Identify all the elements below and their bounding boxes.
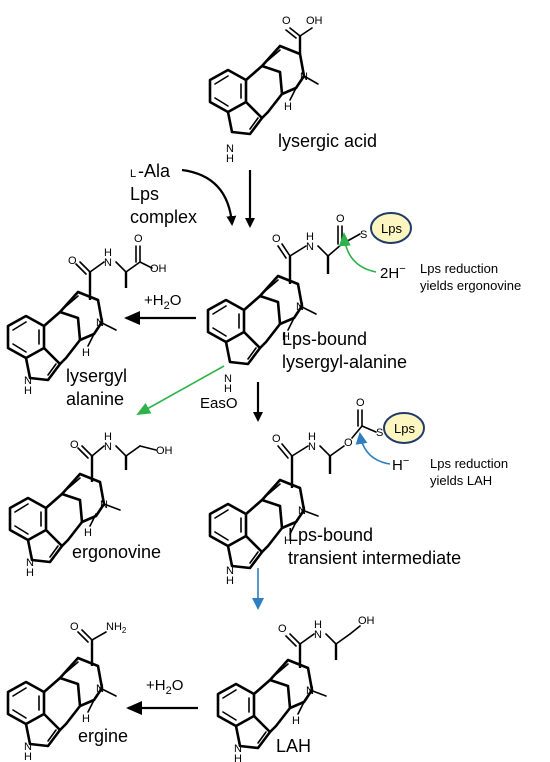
atom-o-5: O [272,433,281,445]
label-lps: Lps [130,184,159,204]
atom-n-4b: N [100,499,108,511]
atom-o-2: O [272,233,281,245]
atom-h-3c: H [24,385,32,397]
lps-oval-2 [383,412,425,444]
label-transient-intermediate: transient intermediate [288,548,461,568]
atom-h-2c: H [224,383,232,395]
blue-curved-arrow [355,432,391,465]
green-arrow-to-ergonovine [136,365,225,415]
ergine-structure: O NH2 N H N H [6,621,127,762]
atom-h-5: H [308,431,316,443]
label-h2o-2: +H2O [146,677,183,697]
atom-n-6b: N [96,683,104,695]
atom-h-6c: H [24,751,32,762]
atom-nh-1: N [226,143,234,155]
label-alanine: alanine [66,389,124,409]
label-lah: LAH [276,736,311,756]
label-h-minus: H− [392,455,409,474]
atom-o-5c: O [356,397,365,409]
green-curved-arrow [338,232,377,273]
atom-h-3: H [104,247,112,259]
atom-h-7c: H [234,753,242,762]
lah-structure: O N H OH N H N H [216,615,375,762]
atom-o-7: O [278,623,287,635]
atom-h-1: H [284,101,292,113]
label-easo: EasO [200,395,238,412]
label-lps-reduction-1b: yields ergonovine [420,278,521,293]
atom-n-7b: N [306,685,314,697]
label-lps-reduction-2a: Lps reduction [430,456,508,471]
atom-h-7b: H [292,715,300,727]
ergonovine-structure: O N H OH N H N H [8,431,173,579]
atom-h-2b: H [282,331,290,343]
atom-oh-4: OH [156,445,173,457]
atom-h-6b: H [82,713,90,725]
label-h2o-1: +H2O [144,292,181,312]
atom-h-2: H [306,231,314,243]
label-complex: complex [130,207,197,227]
label-ergonovine: ergonovine [72,542,161,562]
label-ergine: ergine [78,726,128,746]
atom-nh-7: N [234,743,242,755]
label-lysergyl-alanine: lysergyl-alanine [282,352,407,372]
atom-o-1: O [282,15,291,27]
label-lps-bound-1: Lps-bound [282,329,367,349]
atom-nh-4: N [26,557,34,569]
lps-oval-1-label: Lps [381,221,402,236]
lps-bound-lysergyl-alanine-structure: O N H O S N H N H [206,213,367,395]
atom-o-4: O [70,439,79,451]
label-lps-reduction-1a: Lps reduction [420,261,498,276]
label-l-prefix: L [130,168,136,180]
atom-h-4b: H [84,527,92,539]
label-lysergic-acid: lysergic acid [278,131,377,151]
atom-oh-3: OH [150,263,167,275]
curved-arrow-ala [181,168,237,226]
atom-o-3: O [68,255,77,267]
atom-o-2b: O [336,213,345,225]
atom-n-3b: N [96,317,104,329]
atom-s-2: S [376,427,383,439]
atom-nh2-6: NH2 [106,621,127,635]
atom-h-4c: H [26,567,34,579]
atom-oh-1: OH [306,15,323,27]
atom-h-1b: H [226,153,234,165]
label-ala: -Ala [138,161,171,181]
label-lps-reduction-2b: yields LAH [430,473,492,488]
lps-bound-transient-intermediate-structure: O N H O O S N H N H [208,397,383,587]
atom-nh-6: N [24,741,32,753]
atom-nh-2: N [224,373,232,385]
atom-n-1: N [300,71,308,83]
atom-h-3b: H [82,347,90,359]
label-lps-bound-2: Lps-bound [288,525,373,545]
atom-n-7: N [314,629,322,641]
atom-h-4: H [104,431,112,443]
atom-h-5c: H [226,575,234,587]
atom-n-2: N [306,241,314,253]
atom-o-3b: O [134,233,143,245]
atom-n-4: N [104,441,112,453]
atom-nh-5: N [226,565,234,577]
atom-n-2b: N [296,301,304,313]
atom-s-1: S [360,229,367,241]
label-2h: 2H− [380,263,406,282]
atom-h-7: H [314,619,322,631]
atom-nh-3: N [24,375,32,387]
lps-oval-1 [370,212,412,244]
lysergic-acid-structure: O OH N H N H [208,15,323,165]
atom-o-6: O [70,621,79,633]
atom-oh-7: OH [358,615,375,627]
atom-h-5b: H [284,535,292,547]
atom-n-5: N [308,441,316,453]
atom-o-5b: O [344,437,353,449]
atom-n-5b: N [298,505,306,517]
atom-n-3: N [104,257,112,269]
lysergyl-alanine-structure: O N H O OH N H N H [6,233,167,397]
lps-oval-2-label: Lps [394,421,415,436]
label-lysergyl: lysergyl [66,366,127,386]
